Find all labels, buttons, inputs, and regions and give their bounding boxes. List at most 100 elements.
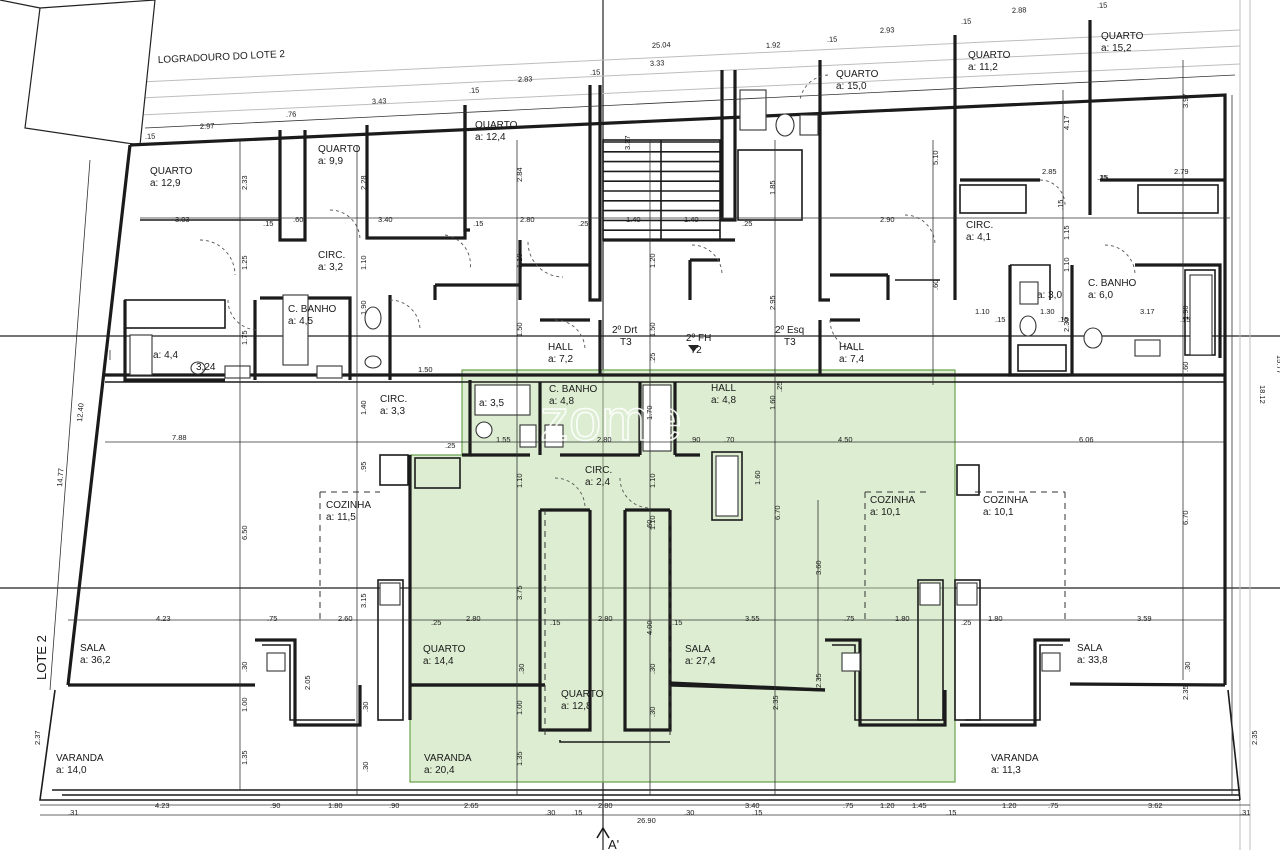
- unit-name-t3-drt: 2º Drt: [612, 325, 638, 336]
- dim-vertical-mid: 1.50: [515, 322, 524, 337]
- dim-vertical-left: .30: [361, 702, 370, 712]
- room-area-cozinha-10-1b: a: 10,1: [983, 507, 1014, 518]
- dim-bottom: .75: [1048, 801, 1058, 810]
- room-area-wc-3-0: a: 3,0: [1037, 290, 1062, 301]
- room-area-cozinha-10-1a: a: 10,1: [870, 507, 901, 518]
- room-name-varanda-14-0: VARANDA: [56, 753, 104, 764]
- dimension-lines: [40, 60, 1250, 816]
- unit-markers: 2º Drt T3 2º FH T2 2º Esq T3: [612, 325, 804, 356]
- dim-mid-b: 2.80: [597, 435, 612, 444]
- dim-vertical-mid: 1.10: [648, 515, 657, 530]
- dim-vertical-left: 1.75: [240, 330, 249, 345]
- section-label: A': [608, 837, 619, 850]
- dim-mid-b: 6.06: [1079, 435, 1094, 444]
- room-area-wc-3-5: a: 3,5: [479, 398, 504, 409]
- dim-top-outer: .15: [469, 86, 480, 95]
- dim-vertical-left: .30: [240, 662, 249, 672]
- dim-vertical-right: 2.35: [1181, 685, 1190, 700]
- dim-vertical-mid: 1.10: [515, 253, 524, 268]
- dim-mid-b: 1.55: [496, 435, 511, 444]
- unit-name-t3-esq: 2º Esq: [775, 325, 804, 336]
- dim-top-outer: 25.04: [652, 40, 671, 50]
- dim-top-outer: 3.33: [650, 58, 665, 68]
- room-name-circ-3-3: CIRC.: [380, 394, 407, 405]
- dim-top-inner: 1.40: [626, 215, 641, 224]
- dim-top-outer: 2.83: [518, 74, 533, 84]
- dim-top-outer: .15: [961, 17, 972, 26]
- dim-vertical-right: 1.10: [1062, 257, 1071, 272]
- room-area-hall-7-4: a: 7,4: [839, 354, 864, 365]
- dim-mid-b: .90: [690, 435, 700, 444]
- room-name-cozinha-11-5: COZINHA: [326, 500, 371, 511]
- dim-top-outer: 2.97: [200, 121, 215, 131]
- dim-vertical-mid: 4.00: [645, 620, 654, 635]
- dim-vertical-mid: .25: [775, 382, 784, 392]
- neighbour-block: [24, 0, 156, 146]
- dim-top-inner: .15: [263, 219, 273, 228]
- dim-mid-c: 1.80: [988, 614, 1003, 623]
- dim-top-inner: .15: [1097, 173, 1107, 182]
- dim-top-outer: .15: [1097, 1, 1108, 10]
- room-name-sala-36-2: SALA: [80, 643, 106, 654]
- room-area-quarto-15-2: a: 15,2: [1101, 43, 1132, 54]
- dim-mid-c: 2.80: [466, 614, 481, 623]
- room-name-varanda-11-3: VARANDA: [991, 753, 1039, 764]
- dim-vertical-right: .60: [1181, 362, 1190, 372]
- dim-mid-c: 4.23: [156, 614, 171, 623]
- dim-vertical-mid: 1.10: [515, 473, 524, 488]
- dim-vertical-mid: 1.40: [359, 400, 368, 415]
- dim-top-inner: .25: [578, 219, 588, 228]
- dim-vertical-mid: 1.20: [648, 253, 657, 268]
- dim-vertical-left: 1.00: [240, 697, 249, 712]
- dim-mid-c: 3.55: [745, 614, 760, 623]
- dim-top-outer: .15: [590, 68, 601, 77]
- dim-vertical-mid: 2.28: [359, 175, 368, 190]
- dim-mid-c: .75: [267, 614, 277, 623]
- room-name-sala-27-4: SALA: [685, 644, 711, 655]
- dim-bottom: 2.80: [598, 801, 613, 810]
- dim-vertical-mid: 3.60: [814, 560, 823, 575]
- dim-mid-b: 7.88: [172, 433, 187, 442]
- dim-vertical-mid: .30: [648, 707, 657, 717]
- dim-bottom-small: .30: [545, 808, 555, 817]
- room-area-quarto-11-2: a: 11,2: [968, 62, 998, 73]
- dim-bottom: 1.20: [1002, 801, 1017, 810]
- room-name-varanda-20-4: VARANDA: [424, 753, 472, 764]
- dim-vertical-mid: 2.35: [771, 695, 780, 710]
- dim-vertical-mid: 1.85: [768, 180, 777, 195]
- dim-vertical-right: 3.97: [1181, 93, 1190, 108]
- dim-vertical-mid: .95: [359, 462, 368, 472]
- dim-vertical-mid: 1.35: [515, 751, 524, 766]
- dim-bottom: .90: [270, 801, 280, 810]
- dim-mid-c: .15: [672, 618, 682, 627]
- dim-vertical-mid: 2.95: [768, 295, 777, 310]
- room-area-cbanho-4-5: a: 4,5: [288, 316, 313, 327]
- dim-mid-b: .70: [724, 435, 734, 444]
- room-name-cbanho-4-5: C. BANHO: [288, 304, 337, 315]
- room-name-quarto-14-4: QUARTO: [423, 644, 466, 655]
- dim-top-inner: .25: [742, 219, 752, 228]
- dim-vertical-right: .15: [1056, 200, 1065, 210]
- dim-top-outer: 2.88: [1012, 5, 1027, 15]
- dim-top-inner: 2.90: [880, 215, 895, 224]
- dim-mid-a: .15: [995, 315, 1005, 324]
- dim-vertical-mid: .30: [517, 664, 526, 674]
- dim-bottom: 2.65: [464, 801, 479, 810]
- dim-top-inner: .15: [473, 219, 483, 228]
- room-name-quarto-12-4: QUARTO: [475, 120, 518, 131]
- dim-mid-a: 1.50: [418, 365, 433, 374]
- room-name-quarto-11-2: QUARTO: [968, 50, 1011, 61]
- room-name-hall-7-4: HALL: [839, 342, 864, 353]
- dim-vertical-right: 2.30: [1062, 317, 1071, 332]
- dim-mid-a: 3.17: [1140, 307, 1155, 316]
- balcony-planters: [255, 638, 1070, 727]
- room-area-sala-27-4: a: 27,4: [685, 656, 716, 667]
- unit-type-t3-drt: T3: [620, 337, 632, 348]
- dim-vertical-mid: 1.10: [648, 473, 657, 488]
- dim-mid-c: .25: [431, 618, 441, 627]
- dim-mid-c: .25: [961, 618, 971, 627]
- dim-vertical-right: .30: [1183, 662, 1192, 672]
- dim-top-inner: 2.85: [1042, 167, 1057, 176]
- dim-bottom: 1.20: [880, 801, 895, 810]
- dim-vertical-mid: 1.90: [359, 300, 368, 315]
